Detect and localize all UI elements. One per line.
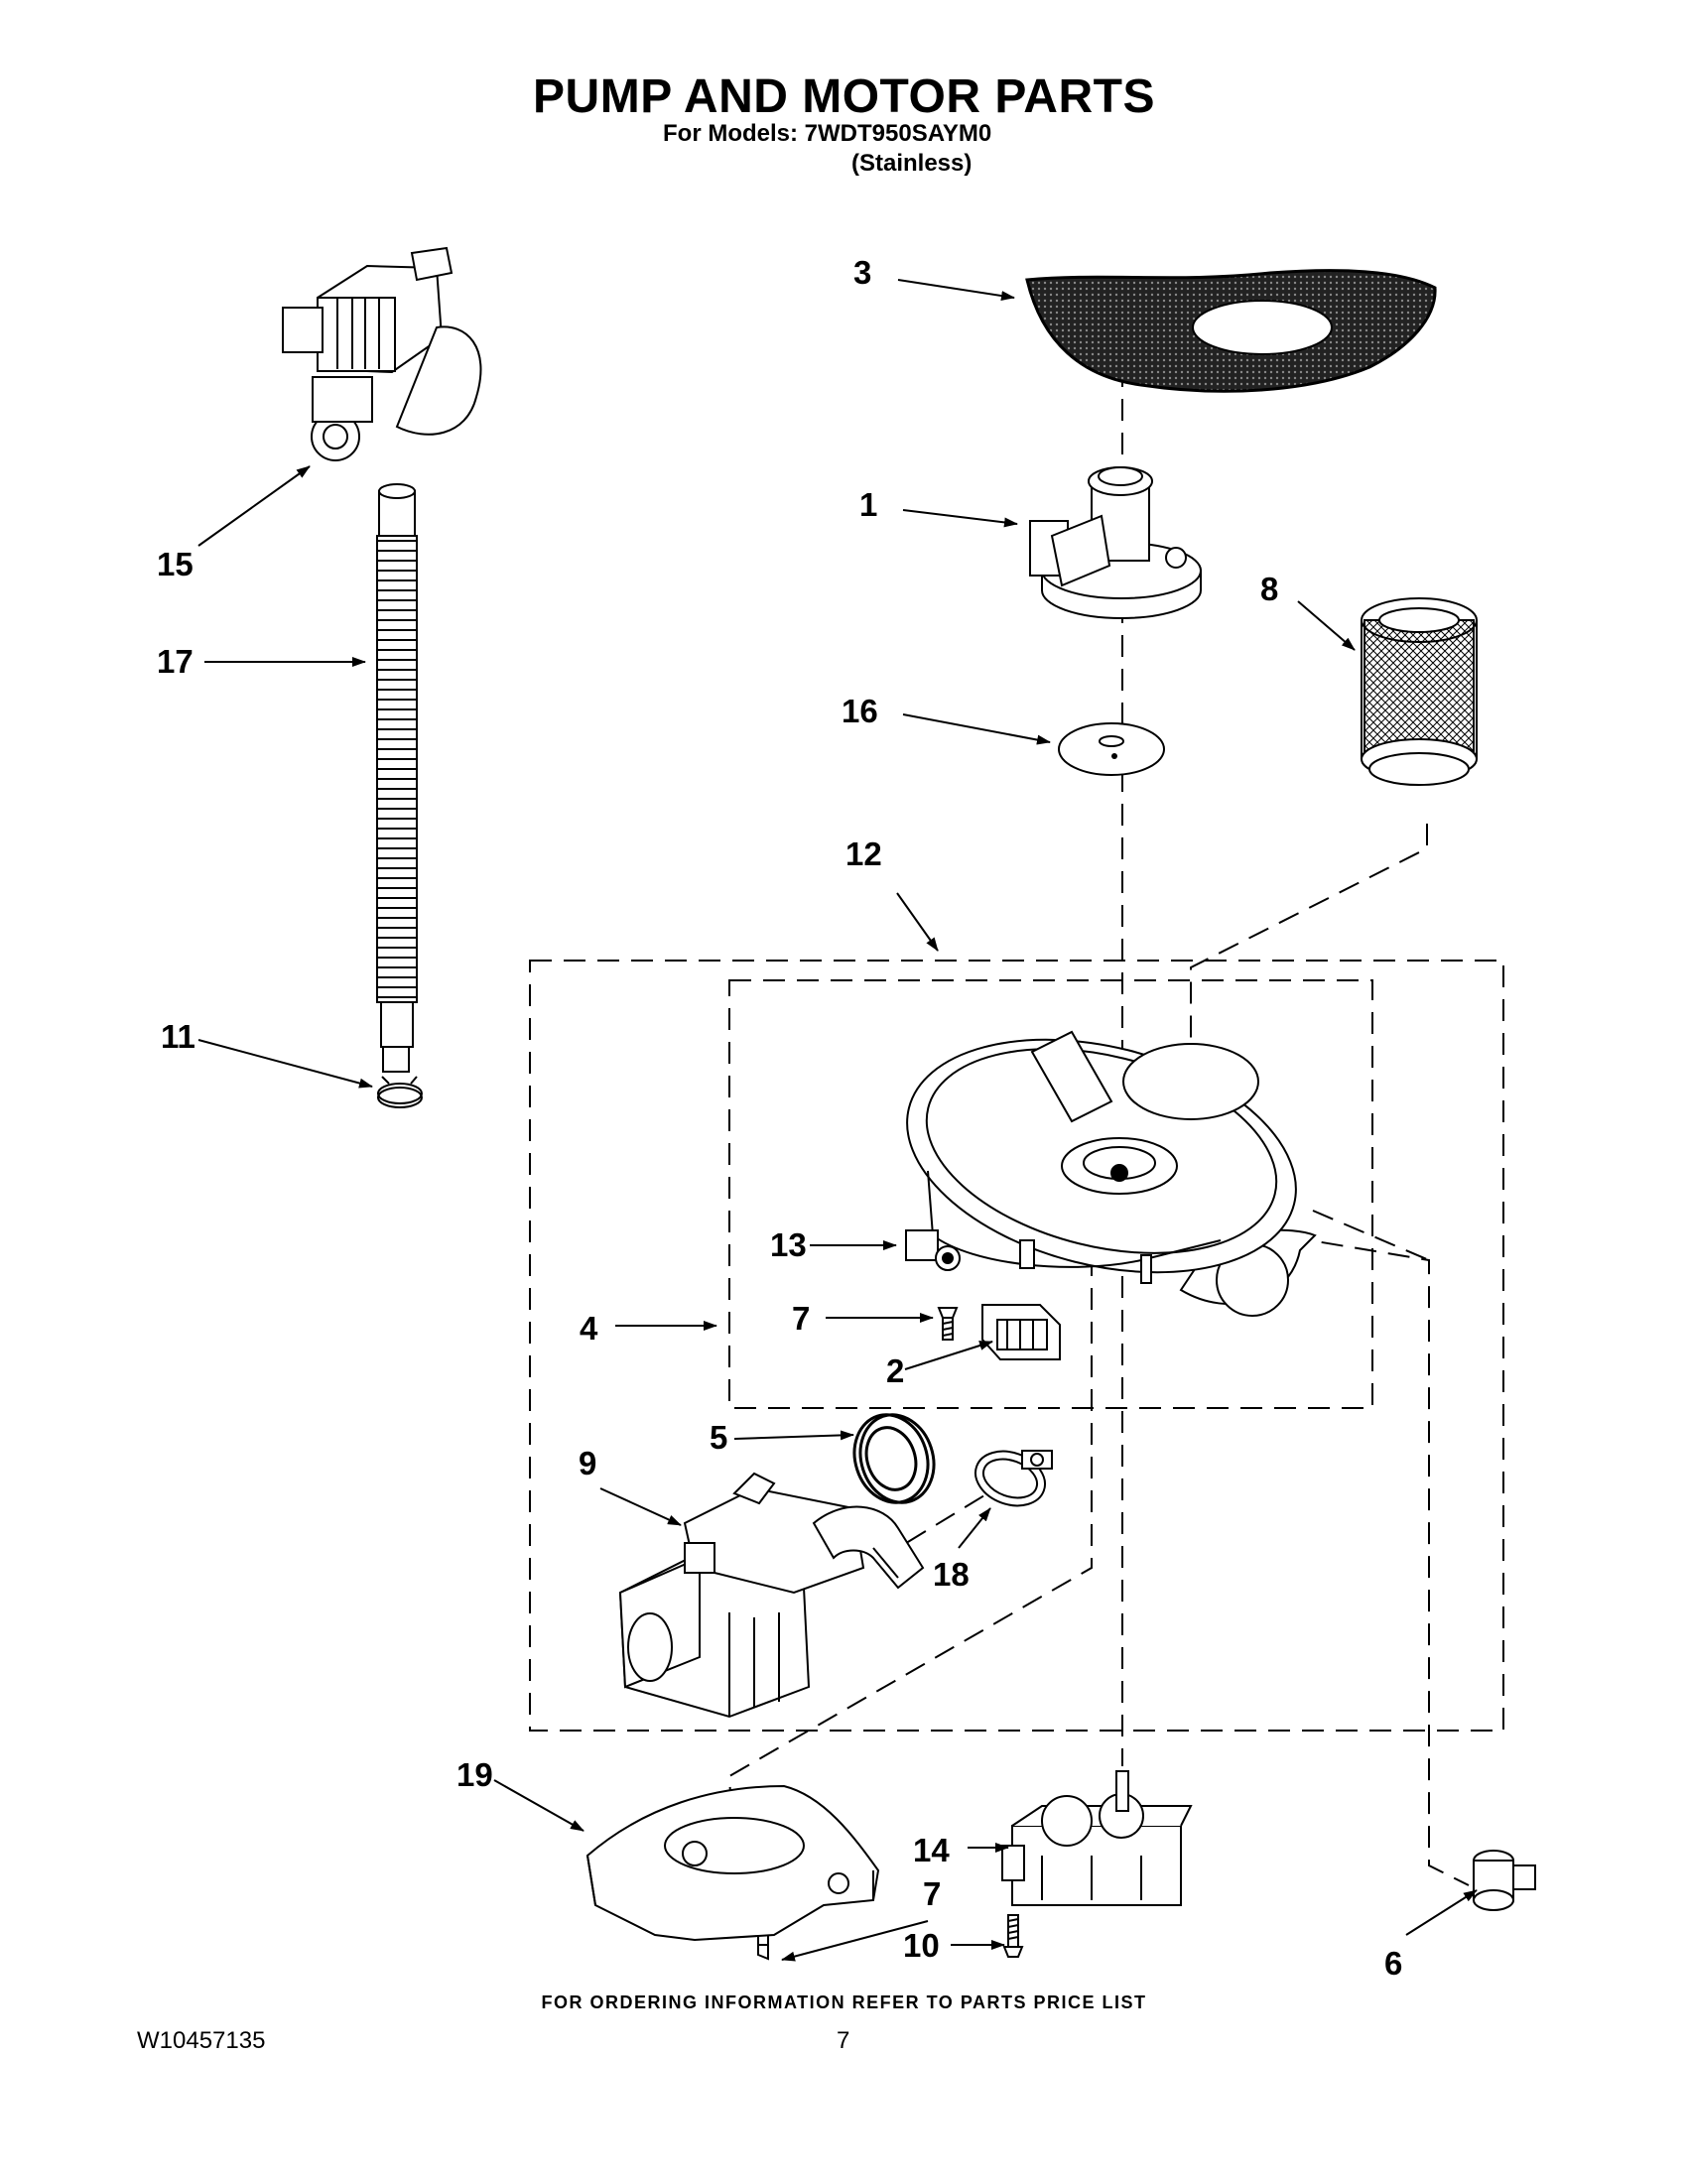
callout-9: 9 <box>579 1445 596 1481</box>
callout-8: 8 <box>1260 571 1278 607</box>
callout-14: 14 <box>913 1832 950 1868</box>
callout-4: 4 <box>580 1310 598 1347</box>
callout-19: 19 <box>456 1756 493 1793</box>
pump-motor-part <box>618 1472 925 1719</box>
callout-6: 6 <box>1384 1945 1402 1982</box>
callout-5: 5 <box>710 1419 727 1456</box>
page-title: PUMP AND MOTOR PARTS <box>533 70 1155 123</box>
callout-2: 2 <box>886 1352 904 1389</box>
models-line: For Models: 7WDT950SAYM0 <box>663 120 992 147</box>
sump-cover-part <box>585 1784 880 1942</box>
ordering-note: FOR ORDERING INFORMATION REFER TO PARTS … <box>541 1992 1147 2012</box>
callout-11: 11 <box>161 1018 195 1055</box>
callout-17: 17 <box>157 643 194 680</box>
page-number: 7 <box>837 2027 850 2054</box>
callout-7-upper: 7 <box>792 1300 810 1337</box>
callout-3: 3 <box>853 254 871 291</box>
connector-part <box>981 1304 1061 1360</box>
screw-10 <box>1002 1914 1024 1958</box>
filter-cover-part <box>1025 269 1437 393</box>
seal-part <box>852 1413 936 1504</box>
pressure-sensor-part <box>1473 1850 1536 1911</box>
hose-clamp-part <box>377 1076 423 1108</box>
drain-pump-part <box>282 246 482 461</box>
assembly-4-dashed-box <box>728 979 1373 1409</box>
pump-clamp-part <box>974 1450 1053 1507</box>
drain-hose-part <box>376 483 418 1073</box>
callout-labels: 3 1 8 16 12 15 17 11 4 13 7 2 5 9 18 19 … <box>157 254 1402 1982</box>
diverter-housing-part <box>1029 466 1202 619</box>
models-subtitle: For Models: 7WDT950SAYM0 (Stainless) <box>663 119 991 179</box>
sensor-part <box>905 1229 961 1271</box>
callout-1: 1 <box>859 486 877 523</box>
callout-16: 16 <box>842 693 878 729</box>
callout-10: 10 <box>903 1927 940 1964</box>
callout-13: 13 <box>770 1226 807 1263</box>
filter-basket-part <box>1361 597 1478 786</box>
callout-15: 15 <box>157 546 194 582</box>
diverter-motor-part <box>1001 1770 1193 1906</box>
variant-label: (Stainless) <box>851 150 973 177</box>
leader-arrows <box>197 279 1478 1962</box>
assembly-12-dashed-box <box>529 960 1504 1732</box>
screw-7-upper <box>937 1307 959 1341</box>
sump-assembly-part <box>906 1030 1317 1317</box>
callout-12: 12 <box>845 835 882 872</box>
diverter-disc-part <box>1058 722 1165 776</box>
document-number: W10457135 <box>137 2027 266 2054</box>
callout-7-lower: 7 <box>923 1875 941 1912</box>
callout-18: 18 <box>933 1556 970 1593</box>
